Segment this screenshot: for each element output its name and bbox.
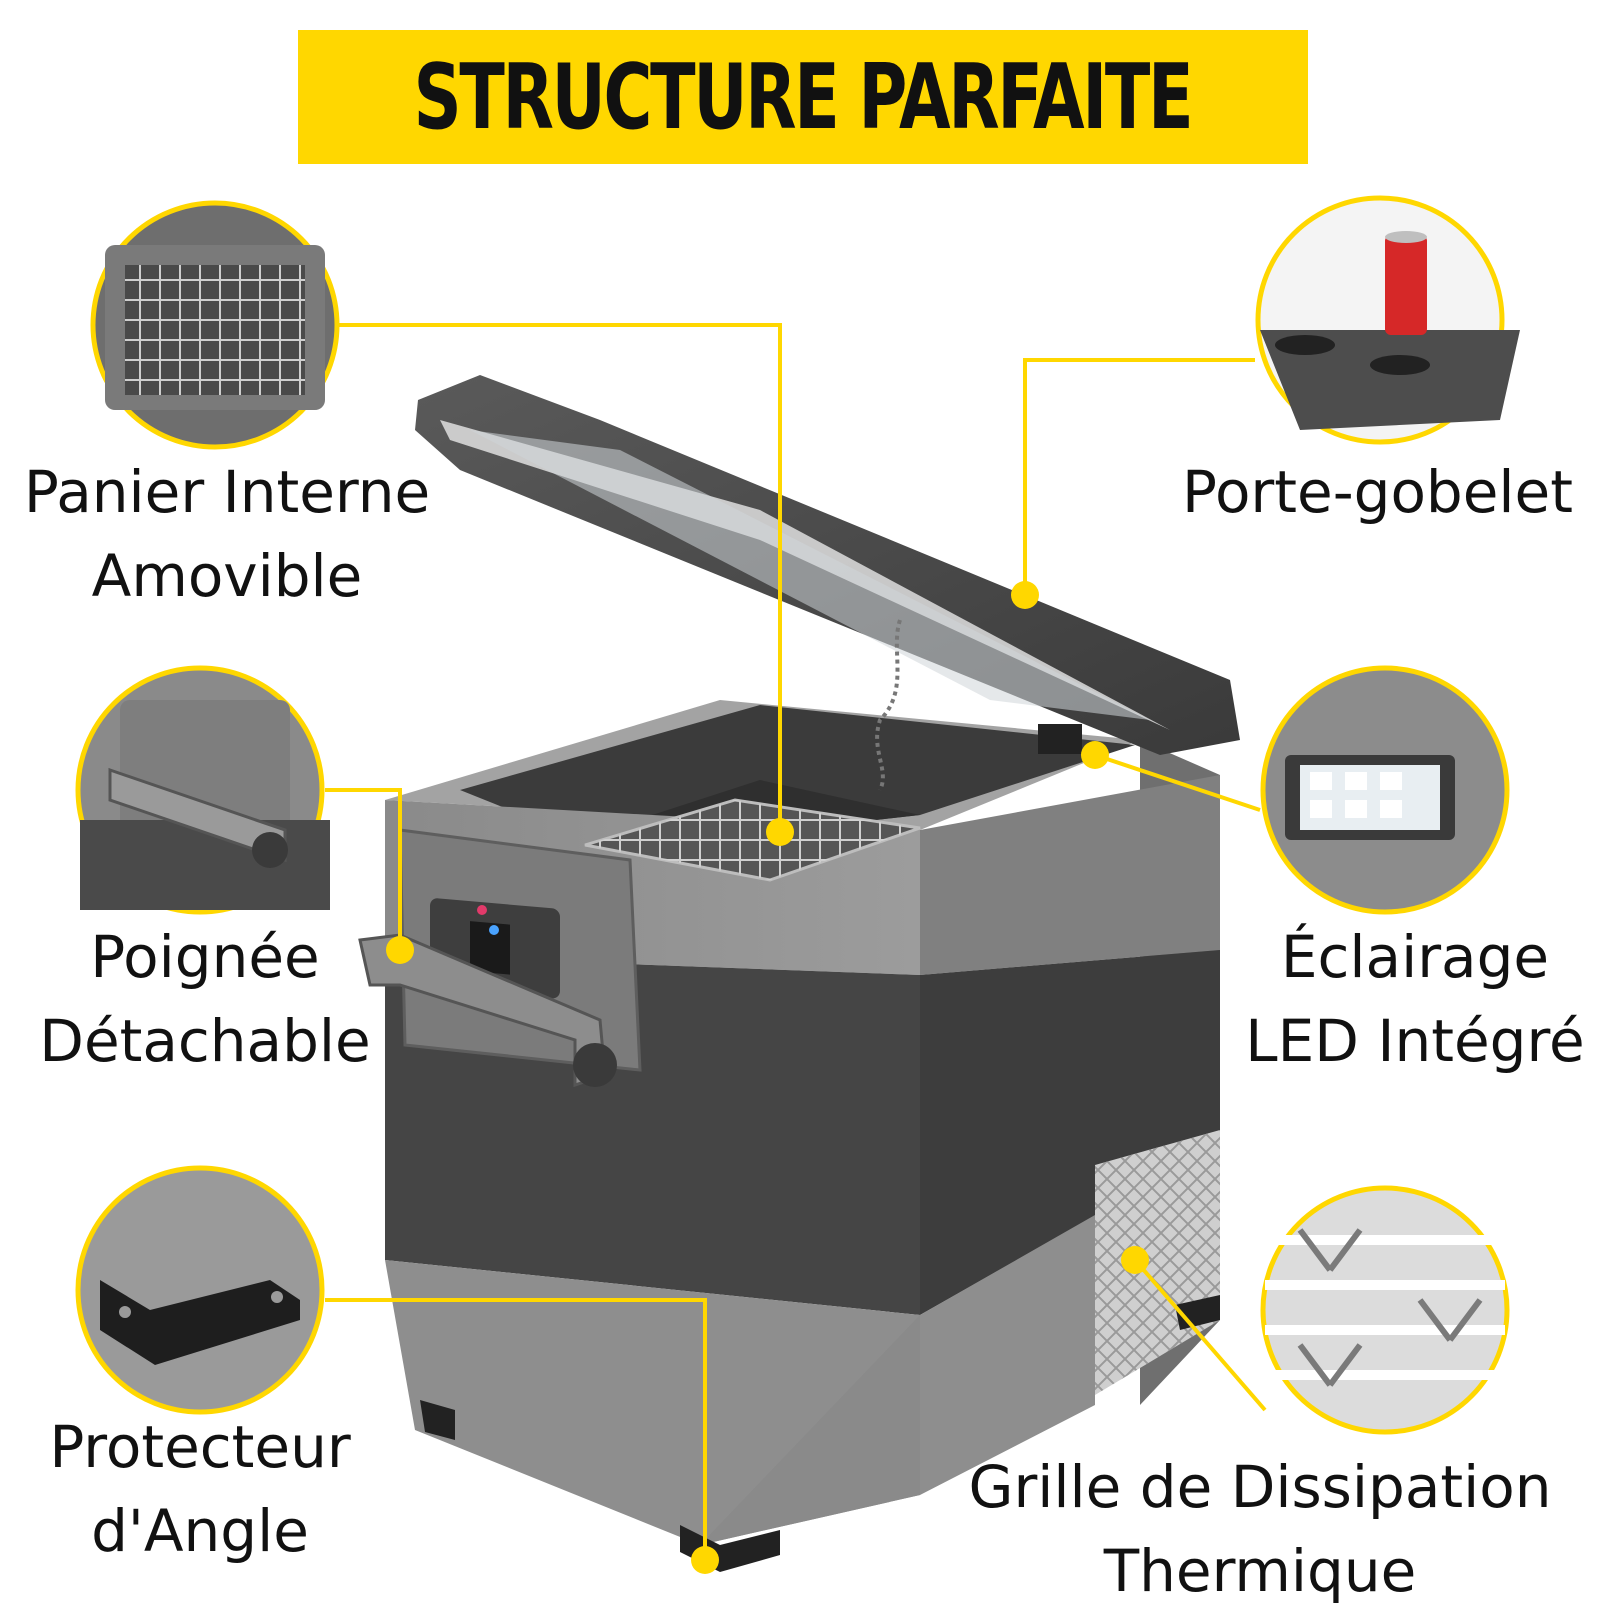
cup-holder-icon — [1255, 195, 1520, 445]
inner-basket — [584, 798, 921, 882]
feature-label-cupholder: Porte-gobelet — [1170, 450, 1585, 534]
corner-protector-icon — [75, 1165, 325, 1415]
feature-label-line: LED Intégré — [1245, 1007, 1585, 1075]
feature-label-vent: Grille de Dissipation Thermique — [940, 1445, 1580, 1613]
fridge-lid — [415, 375, 1240, 791]
led-light-icon — [1260, 665, 1510, 915]
side-handle — [358, 933, 617, 1088]
feature-label-line: Détachable — [39, 1007, 371, 1075]
feature-label-handle: Poignée Détachable — [10, 915, 400, 1083]
feature-label-led: Éclairage LED Intégré — [1235, 915, 1595, 1083]
feature-label-line: d'Angle — [91, 1497, 309, 1565]
title-banner-background — [298, 30, 1308, 164]
feature-label-line: Poignée — [90, 923, 320, 991]
page-title: STRUCTURE PARFAITE — [414, 44, 1194, 150]
feature-label-line: Éclairage — [1280, 923, 1550, 991]
callout-lines — [325, 323, 1267, 1560]
wire-basket-icon — [90, 200, 340, 450]
feature-label-line: Grille de Dissipation — [968, 1453, 1552, 1521]
title-banner: STRUCTURE PARFAITE — [298, 30, 1308, 164]
feature-label-basket: Panier Interne Amovible — [12, 450, 442, 618]
handle-icon — [75, 665, 330, 915]
feature-label-line: Amovible — [91, 542, 363, 610]
feature-label-line: Panier Interne — [23, 458, 431, 526]
feature-label-line: Thermique — [1103, 1537, 1417, 1605]
feature-label-corner: Protecteur d'Angle — [20, 1405, 380, 1573]
feature-label-line: Porte-gobelet — [1182, 458, 1573, 526]
vent-grille-icon — [1260, 1185, 1510, 1435]
feature-label-line: Protecteur — [49, 1413, 351, 1481]
callout-dots — [386, 581, 1149, 1574]
